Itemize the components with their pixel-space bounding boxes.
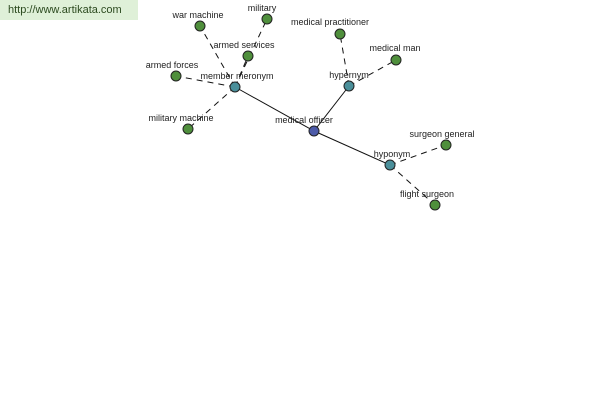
edge-hypernym-to-medical-practitioner bbox=[339, 33, 350, 87]
edge-member-meronym-to-war-machine bbox=[199, 25, 236, 88]
node-military[interactable] bbox=[261, 13, 273, 25]
node-label-hypernym[interactable]: hypernym bbox=[329, 70, 369, 80]
node-label-member-meronym[interactable]: member meronym bbox=[200, 71, 273, 81]
node-surgeon-general[interactable] bbox=[440, 139, 452, 151]
edge-hypernym-to-medical-man bbox=[348, 59, 397, 87]
node-flight-surgeon[interactable] bbox=[429, 199, 441, 211]
artikata-url-link[interactable]: http://www.artikata.com bbox=[0, 0, 138, 20]
node-military-machine[interactable] bbox=[182, 123, 194, 135]
node-label-medical-practitioner[interactable]: medical practitioner bbox=[291, 17, 369, 27]
node-armed-services[interactable] bbox=[242, 50, 254, 62]
node-label-war-machine[interactable]: war machine bbox=[171, 10, 223, 20]
node-medical-practitioner[interactable] bbox=[334, 28, 346, 40]
node-label-medical-officer[interactable]: medical officer bbox=[275, 115, 333, 125]
node-member-meronym[interactable] bbox=[229, 81, 241, 93]
node-armed-forces[interactable] bbox=[170, 70, 182, 82]
edge-hyponym-to-surgeon-general bbox=[389, 144, 447, 166]
node-label-armed-forces[interactable]: armed forces bbox=[146, 60, 199, 70]
node-label-military[interactable]: military bbox=[248, 3, 277, 13]
node-label-military-machine[interactable]: military machine bbox=[148, 113, 213, 123]
edge-medical-officer-to-hypernym bbox=[313, 85, 350, 132]
node-layer bbox=[170, 13, 452, 211]
edge-medical-officer-to-member-meronym bbox=[234, 86, 315, 132]
edge-member-meronym-to-armed-services bbox=[234, 55, 249, 88]
label-layer: medical officer member meronym hypernym hyp… bbox=[146, 3, 475, 199]
node-medical-man[interactable] bbox=[390, 54, 402, 66]
node-label-surgeon-general[interactable]: surgeon general bbox=[409, 129, 474, 139]
edge-layer bbox=[175, 18, 447, 206]
edge-medical-officer-to-hyponym bbox=[313, 130, 391, 166]
node-label-armed-services[interactable]: armed services bbox=[213, 40, 275, 50]
edge-hyponym-to-flight-surgeon bbox=[389, 164, 436, 206]
node-hypernym[interactable] bbox=[343, 80, 355, 92]
node-label-flight-surgeon[interactable]: flight surgeon bbox=[400, 189, 454, 199]
node-hyponym[interactable] bbox=[384, 159, 396, 171]
node-label-hyponym[interactable]: hyponym bbox=[374, 149, 411, 159]
node-label-medical-man[interactable]: medical man bbox=[369, 43, 420, 53]
node-medical-officer[interactable] bbox=[308, 125, 320, 137]
node-war-machine[interactable] bbox=[194, 20, 206, 32]
